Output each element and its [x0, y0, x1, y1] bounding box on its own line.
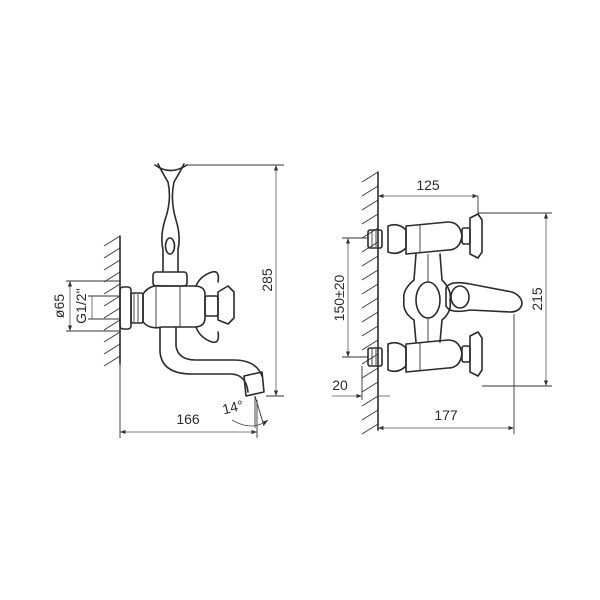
dimension-20: 20 — [332, 366, 390, 400]
dimension-285: 285 — [186, 164, 284, 397]
front-spout — [445, 281, 523, 313]
angle-label: 14° — [221, 397, 245, 418]
flange-diameter-label: ø65 — [51, 294, 67, 318]
offset-label-20: 20 — [332, 377, 348, 393]
side-body — [142, 271, 206, 329]
spout-angle: 14° — [221, 395, 269, 428]
upper-connector — [367, 229, 383, 249]
lower-valve — [387, 331, 483, 377]
front-wall — [361, 171, 379, 435]
lower-connector — [367, 347, 383, 367]
dimension-125: 125 — [377, 172, 479, 214]
shower-holder — [154, 163, 188, 273]
dimension-150: 150±20 — [331, 237, 368, 358]
width-label-177: 177 — [434, 407, 458, 423]
wall-flange — [119, 286, 144, 330]
width-label-166: 166 — [176, 411, 200, 427]
upper-valve — [387, 213, 483, 259]
front-body — [402, 253, 452, 343]
dimension-177: 177 — [378, 314, 515, 434]
dimension-166: 166 — [119, 364, 258, 438]
side-cross-handle — [195, 270, 235, 344]
dimension-flange: ø65 G1/2'' — [51, 280, 120, 332]
side-view: 285 ø65 G1/2'' 166 14° — [51, 163, 284, 438]
front-view: 125 215 150±20 20 177 — [331, 171, 552, 435]
thread-label: G1/2'' — [73, 288, 89, 324]
center-distance-label: 150±20 — [331, 274, 347, 321]
side-spout — [159, 326, 265, 397]
dimension-215: 215 — [478, 212, 552, 387]
height-label-285: 285 — [259, 268, 275, 292]
side-wall — [103, 235, 121, 367]
height-label-215: 215 — [529, 287, 545, 311]
width-label-125: 125 — [416, 177, 440, 193]
